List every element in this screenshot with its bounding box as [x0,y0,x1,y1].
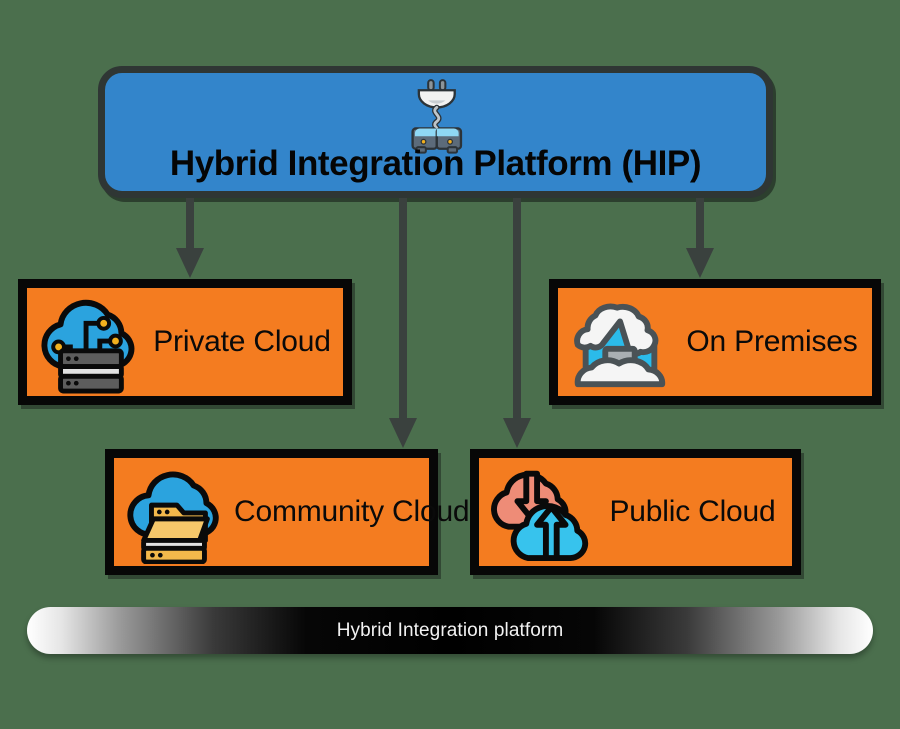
node-on-premises[interactable]: On Premises [549,279,881,405]
cloud-folder-server-icon [127,471,219,564]
node-community-cloud[interactable]: Community Cloud [105,449,470,575]
page-title: Hybrid Integration Platform (HIP) [169,144,702,183]
node-public-cloud[interactable]: Public Cloud [470,449,801,575]
down-arrow-icon-community-cloud [389,198,417,448]
node-label-private-cloud: Private Cloud [153,325,331,358]
caption-bar: Hybrid Integration platform [27,607,873,654]
snow-covered-house-icon [574,303,666,388]
down-arrow-icon-public-cloud [503,198,531,448]
node-label-community-cloud: Community Cloud [234,495,470,528]
plug-connector-icon [410,79,462,154]
dual-cloud-upload-download-icon [491,470,589,562]
cloud-server-circuit-icon [41,299,135,394]
caption-text: Hybrid Integration platform [336,619,564,641]
node-label-on-premises: On Premises [686,325,858,358]
node-label-public-cloud: Public Cloud [609,495,776,528]
node-private-cloud[interactable]: Private Cloud [18,279,352,405]
hybrid-integration-platform-box[interactable]: Hybrid Integration Platform (HIP) [98,66,773,198]
down-arrow-icon-private-cloud [176,198,204,278]
down-arrow-icon-on-premises [686,198,714,278]
